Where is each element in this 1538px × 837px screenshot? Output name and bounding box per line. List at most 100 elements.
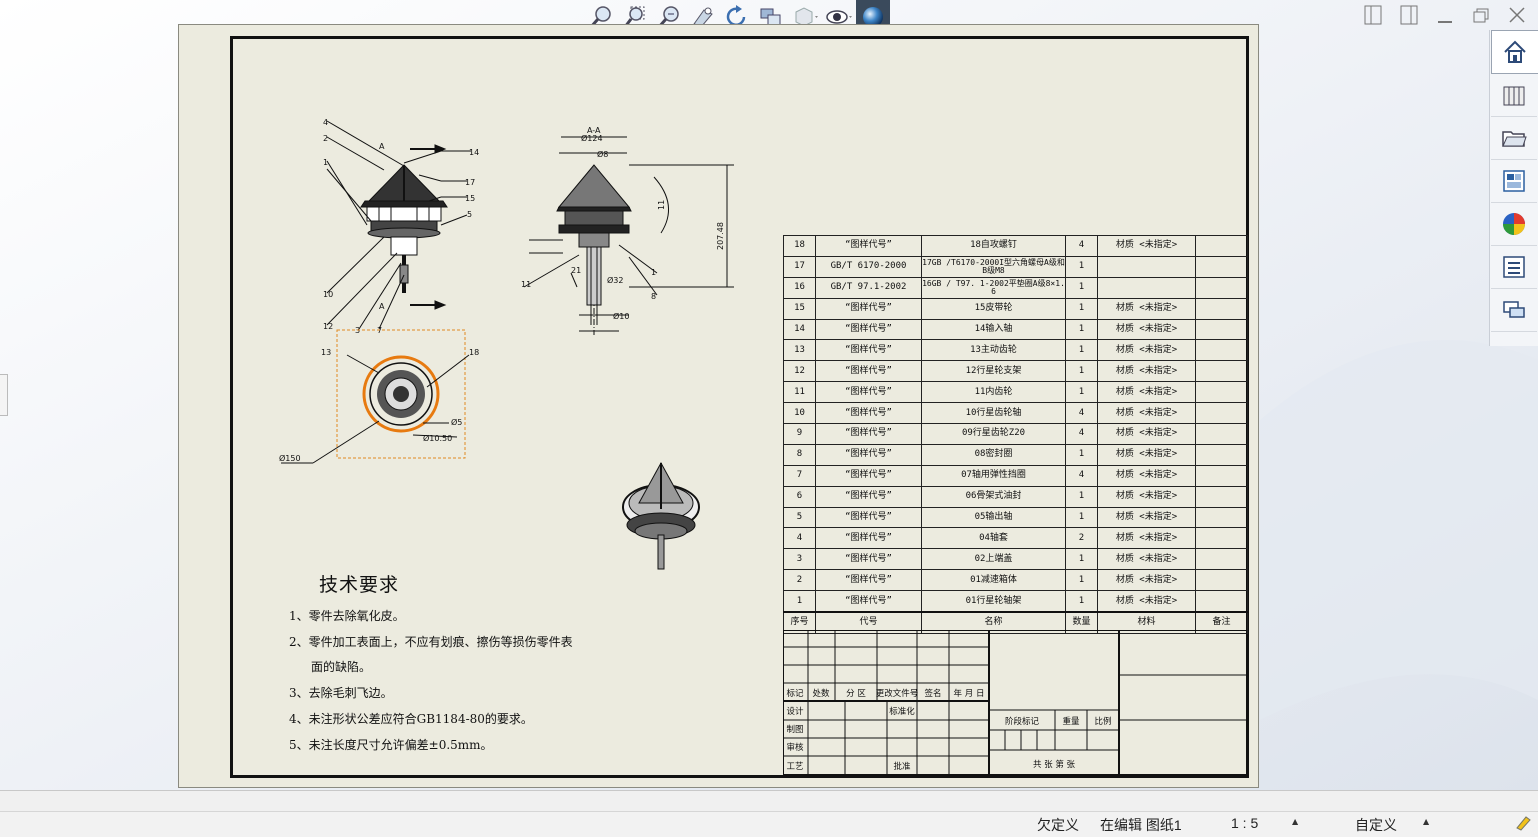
bom-qty: 4 — [1065, 235, 1098, 257]
home-icon[interactable] — [1491, 30, 1538, 74]
previous-view-icon[interactable] — [686, 0, 720, 34]
bom-qty: 1 — [1065, 276, 1098, 299]
forum-icon[interactable] — [1491, 289, 1537, 332]
minimize-icon[interactable] — [1434, 4, 1456, 26]
close-icon[interactable] — [1506, 4, 1528, 26]
bom-note — [1195, 255, 1248, 278]
bom-note — [1195, 443, 1248, 466]
bom-note — [1195, 506, 1248, 529]
bom-no: 1 — [783, 590, 816, 613]
tb-process: 工艺 — [786, 762, 803, 772]
view-orientation-icon[interactable] — [788, 0, 822, 34]
bom-name: 07轴用弹性挡圈 — [921, 464, 1066, 487]
svg-text:10: 10 — [323, 290, 333, 299]
bom-name: 05输出轴 — [921, 506, 1066, 529]
dim-height: 207.48 — [716, 222, 725, 250]
bom-qty: 1 — [1065, 318, 1098, 341]
bom-note — [1195, 318, 1248, 341]
bom-name: 14输入轴 — [921, 318, 1066, 341]
dim-angle: 11 — [657, 200, 666, 210]
bom-no: 14 — [783, 318, 816, 341]
feature-manager-collapse-tab[interactable] — [0, 374, 8, 416]
label-13: 13 — [321, 348, 331, 357]
bom-note — [1195, 276, 1248, 299]
bom-code: “图样代号” — [815, 443, 922, 466]
status-units[interactable]: 自定义 — [1355, 817, 1397, 833]
rebuild-icon[interactable] — [1514, 814, 1532, 836]
bom-material: 材质 <未指定> — [1097, 548, 1196, 571]
scale-arrow-icon[interactable]: ▲ — [1292, 817, 1299, 826]
isometric-view — [622, 461, 700, 570]
view-palette-icon[interactable] — [1491, 160, 1537, 203]
bom-note — [1195, 360, 1248, 383]
bom-qty: 1 — [1065, 381, 1098, 404]
section-view — [523, 136, 734, 335]
heads-up-toolbar — [584, 0, 890, 34]
tb-zone: 分 区 — [846, 689, 866, 699]
bom-material: 材质 <未指定> — [1097, 402, 1196, 425]
zoom-in-out-icon[interactable] — [652, 0, 686, 34]
window-controls — [1362, 4, 1528, 26]
bom-qty: 1 — [1065, 506, 1098, 529]
status-scale[interactable]: 1 : 5 — [1231, 815, 1259, 831]
rotate-icon[interactable] — [720, 0, 754, 34]
status-editing: 在编辑 图纸1 — [1100, 817, 1182, 833]
units-arrow-icon[interactable]: ▲ — [1423, 817, 1430, 826]
status-bar: 欠定义 在编辑 图纸1 1 : 5 ▲ 自定义 ▲ — [0, 790, 1538, 837]
bom-material: 材质 <未指定> — [1097, 297, 1196, 320]
bom-qty: 1 — [1065, 339, 1098, 362]
tech-line: 3、去除毛刺飞边。 — [289, 686, 393, 700]
appearance-scenes-icon[interactable] — [1491, 203, 1537, 246]
bom-no: 5 — [783, 506, 816, 529]
bom-material: 材质 <未指定> — [1097, 569, 1196, 592]
bom-qty: 4 — [1065, 423, 1098, 445]
task-pane-tabs — [1489, 30, 1538, 346]
bom-code: “图样代号” — [815, 569, 922, 592]
top-view — [281, 329, 470, 464]
svg-text:1: 1 — [651, 268, 656, 277]
tech-line: 面的缺陷。 — [311, 660, 372, 674]
dim-shaft: Ø8 — [597, 149, 608, 159]
bom-material: 材质 <未指定> — [1097, 506, 1196, 529]
bom-material: 材质 <未指定> — [1097, 235, 1196, 257]
bom-material: 材质 <未指定> — [1097, 381, 1196, 404]
bom-code: “图样代号” — [815, 464, 922, 487]
bom-no: 16 — [783, 276, 816, 299]
restore-icon[interactable] — [1470, 4, 1492, 26]
tb-design: 设计 — [786, 706, 804, 717]
bom-code: “图样代号” — [815, 235, 922, 257]
open-folder-icon[interactable] — [1491, 117, 1537, 160]
bom-name: 13主动齿轮 — [921, 339, 1066, 362]
tile-left-icon[interactable] — [1362, 4, 1384, 26]
bom-material: 材质 <未指定> — [1097, 590, 1196, 613]
hide-show-icon[interactable] — [822, 0, 856, 34]
library-icon[interactable] — [1491, 74, 1537, 117]
tech-line: 4、未注形状公差应符合GB1184-80的要求。 — [289, 712, 533, 726]
bom-name: 11内齿轮 — [921, 381, 1066, 404]
custom-properties-icon[interactable] — [1491, 246, 1537, 289]
tile-right-icon[interactable] — [1398, 4, 1420, 26]
bom-name: 04轴套 — [921, 527, 1066, 550]
tech-line: 2、零件加工表面上，不应有划痕、擦伤等损伤零件表 — [289, 635, 573, 649]
tb-approve: 批准 — [893, 761, 911, 772]
